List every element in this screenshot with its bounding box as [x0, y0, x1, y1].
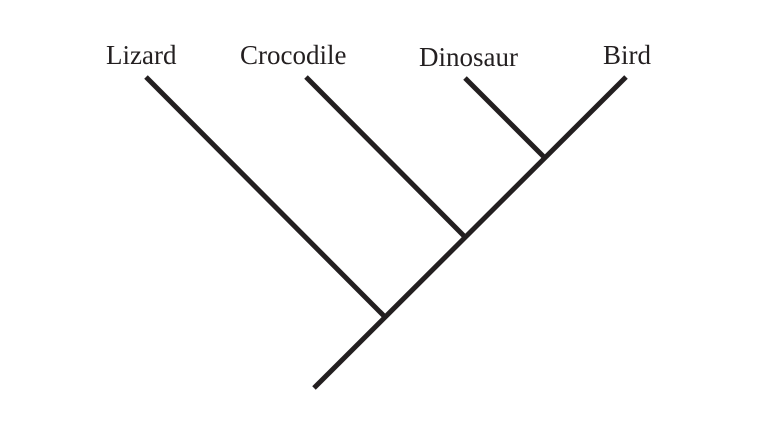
- dinosaur-branch: [463, 76, 547, 160]
- lizard-branch: [144, 75, 388, 320]
- taxon-label-crocodile: Crocodile: [240, 40, 347, 70]
- taxon-label-dinosaur: Dinosaur: [419, 42, 518, 72]
- taxon-label-lizard: Lizard: [106, 40, 177, 70]
- taxon-label-bird: Bird: [603, 40, 652, 70]
- crocodile-branch: [304, 75, 468, 240]
- trunk-branch: [312, 75, 628, 390]
